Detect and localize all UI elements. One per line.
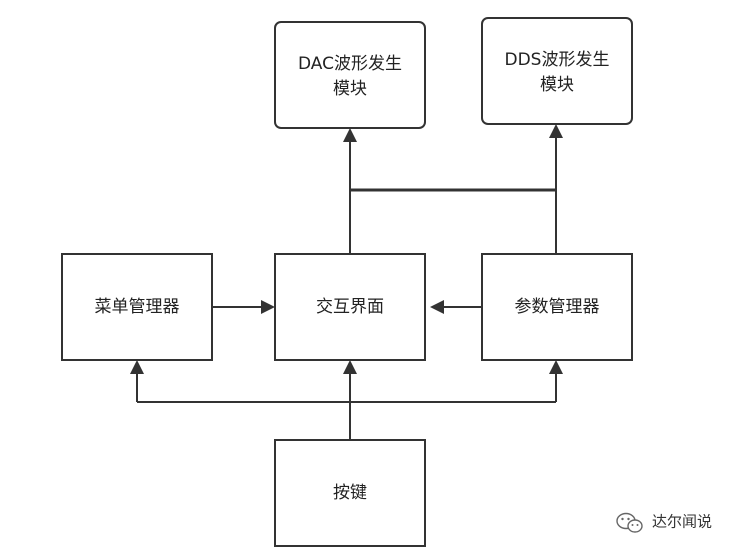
wechat-icon	[616, 512, 643, 533]
node-dac-label-line1: DAC波形发生	[298, 54, 402, 74]
arrowhead-param-to-ui	[430, 300, 444, 314]
node-dds-label-line2: 模块	[540, 75, 574, 95]
connectors	[130, 124, 563, 440]
node-keys-label: 按键	[333, 483, 367, 503]
node-ui-label: 交互界面	[316, 297, 384, 317]
arrowhead-to-param	[549, 360, 563, 374]
node-param-label: 参数管理器	[515, 297, 600, 317]
node-dac-label-line2: 模块	[333, 79, 367, 99]
node-param-manager: 参数管理器	[481, 253, 633, 361]
node-menu-label: 菜单管理器	[95, 297, 180, 317]
node-dac-module: DAC波形发生 模块	[274, 21, 426, 129]
arrowhead-keys-to-ui	[343, 360, 357, 374]
node-menu-manager: 菜单管理器	[61, 253, 213, 361]
arrowhead-menu-to-ui	[261, 300, 275, 314]
arrowhead-to-dac	[343, 128, 357, 142]
node-dds-module: DDS波形发生 模块	[481, 17, 633, 125]
arrowhead-to-dds	[549, 124, 563, 138]
node-keys: 按键	[274, 439, 426, 547]
node-dds-label-line1: DDS波形发生	[505, 50, 610, 70]
watermark: 达尔闻说	[616, 512, 712, 533]
arrowhead-to-menu	[130, 360, 144, 374]
watermark-text: 达尔闻说	[652, 513, 712, 531]
node-interaction-ui: 交互界面	[274, 253, 426, 361]
